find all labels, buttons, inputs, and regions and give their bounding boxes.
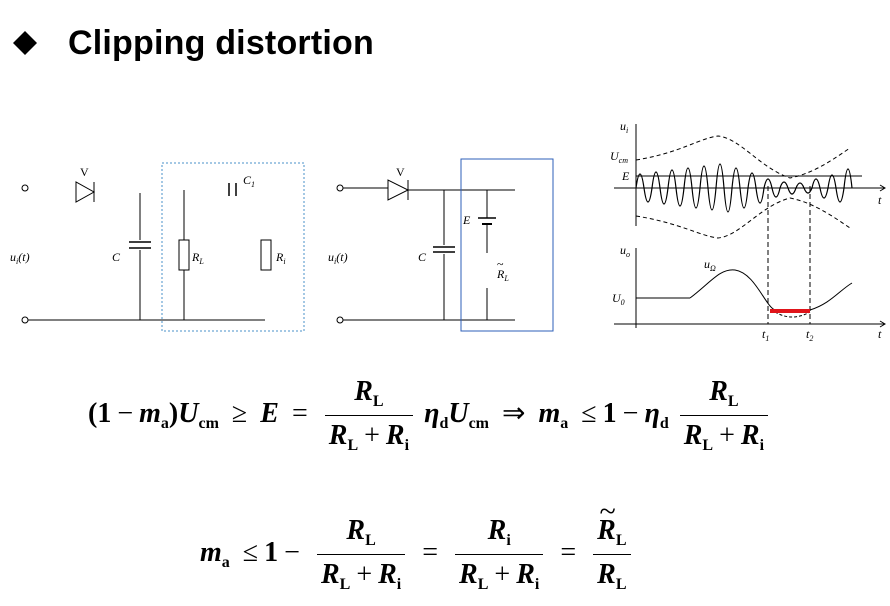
t-axis-label-top: t: [878, 193, 882, 207]
am-carrier-wave: [635, 163, 853, 213]
solid-box-2: [460, 158, 554, 332]
c2-e-label: E: [462, 213, 471, 227]
circuit-1-labels: ui(t) V C C1 RL Ri: [10, 165, 286, 266]
fraction-c: RL RL: [593, 495, 631, 594]
ui-label: ui: [620, 119, 628, 135]
fraction-a: RL RL+Ri: [316, 515, 406, 594]
circuit-2-labels: ui(t) V C E RL ~: [328, 165, 509, 283]
equation-2: ma ≤1− RL RL+Ri = Ri RL+Ri = RL RL: [200, 495, 635, 594]
c1-rl-label: RL: [191, 250, 204, 266]
circuit-1: [21, 162, 305, 332]
c2-rl-tilde: ~: [497, 257, 504, 271]
t2-label: t2: [806, 327, 813, 343]
fraction-rl-over-sum-2: RL RL+Ri: [679, 376, 769, 455]
u0-label: U0: [612, 291, 625, 307]
dotted-box-1: [161, 162, 305, 332]
t1-label: t1: [762, 327, 769, 343]
upper-envelope: [635, 135, 851, 179]
t-axis-label-bottom: t: [878, 327, 882, 341]
equation-1: (1−ma)Ucm ≥ E = RL RL+Ri ηdUcm ⇒ ma ≤1−η…: [88, 376, 772, 455]
c2-diode-label: V: [396, 165, 405, 179]
diode-1-icon: [75, 181, 96, 203]
fraction-b: Ri RL+Ri: [455, 515, 544, 594]
uo-label: uo: [620, 243, 630, 259]
input-terminal-top-2: [336, 184, 344, 192]
uomega-label: uΩ: [704, 257, 716, 273]
diode-2-icon: [387, 179, 410, 201]
waveform: [614, 124, 886, 328]
waveform-labels: ui Ucm E t uo uΩ U0 t t1 t2: [610, 119, 882, 343]
c2-rl-label: RL: [496, 267, 509, 283]
output-envelope: [689, 269, 853, 311]
lower-envelope: [635, 197, 851, 239]
circuit-diagrams: ui(t) V C C1 RL Ri ui(t) V C E RL ~ ui U…: [10, 119, 886, 343]
ucm-label: Ucm: [610, 149, 628, 165]
c1-cap-label: C: [112, 250, 121, 264]
c2-input-label: ui(t): [328, 250, 348, 266]
input-terminal-top: [21, 184, 29, 192]
title-row: Clipping distortion: [12, 18, 374, 68]
input-terminal-bottom-2: [336, 316, 344, 324]
resistor-rl-icon: [178, 239, 190, 271]
c1-diode-label: V: [80, 165, 89, 179]
resistor-ri-icon: [260, 239, 272, 271]
circuit-2: [336, 158, 554, 332]
c2-cap-label: C: [418, 250, 427, 264]
fraction-rl-over-sum: RL RL+Ri: [324, 376, 414, 455]
c1-cap2-label: C1: [243, 173, 255, 189]
diamond-bullet-icon: [13, 31, 37, 55]
input-terminal-bottom: [21, 316, 29, 324]
e-label: E: [621, 169, 630, 183]
c1-input-label: ui(t): [10, 250, 30, 266]
page-title: Clipping distortion: [68, 23, 374, 62]
c1-ri-label: Ri: [275, 250, 286, 266]
